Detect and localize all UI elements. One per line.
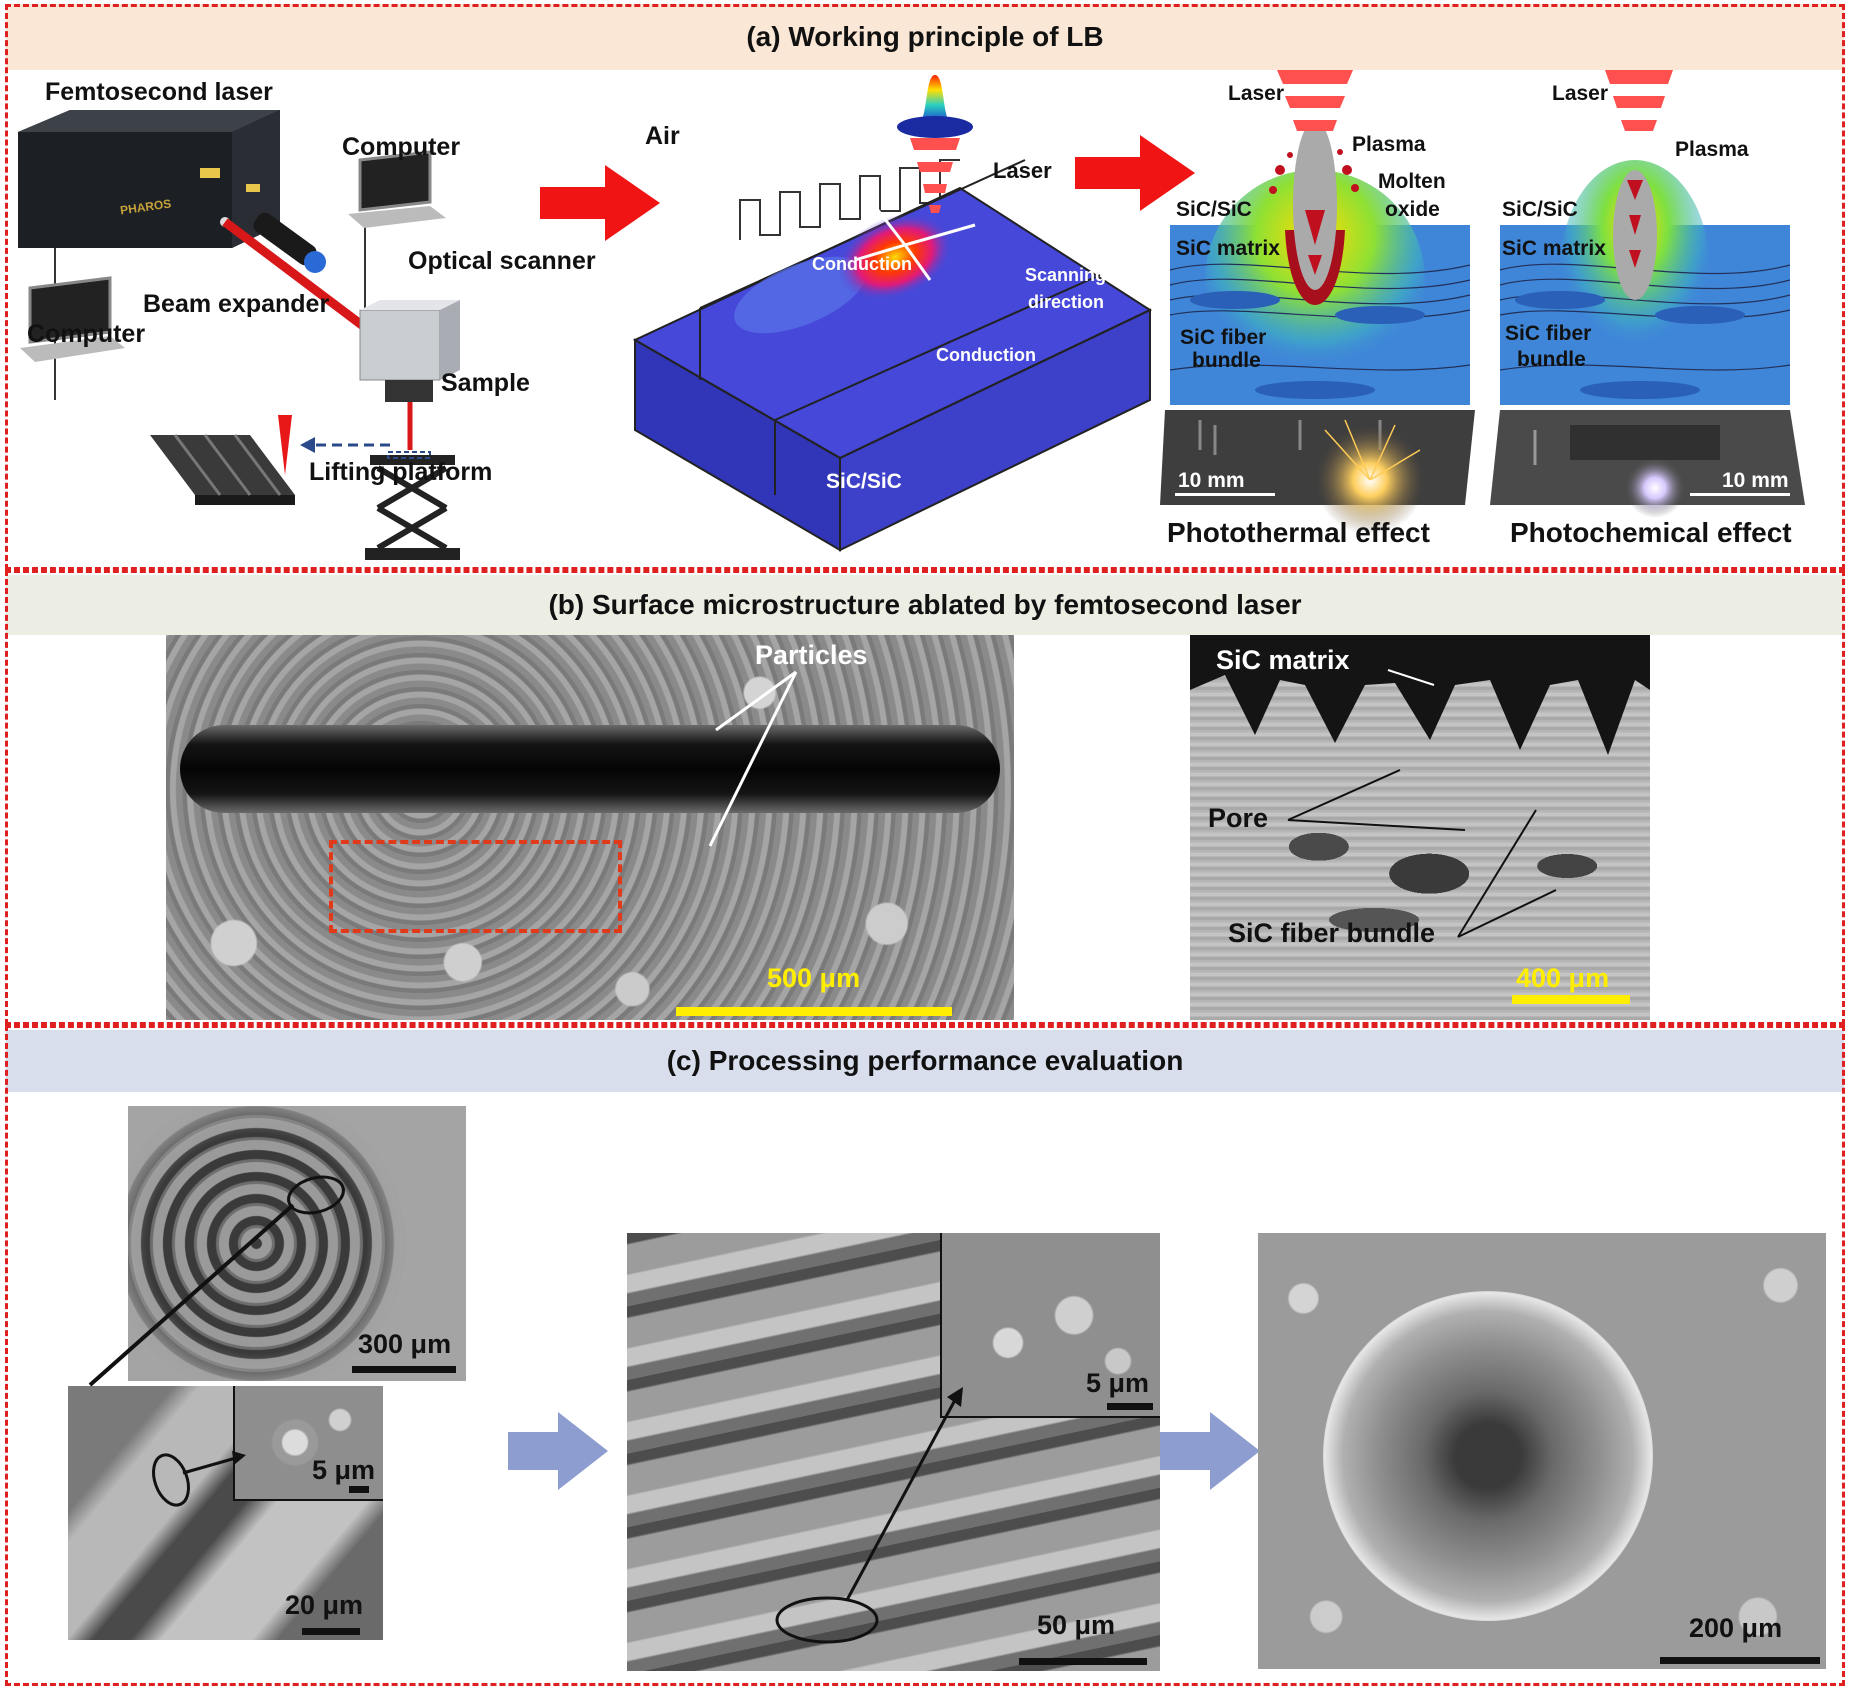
label-pc-sic-sic: SiC/SiC <box>1502 198 1578 221</box>
label-scale-5a: 5 μm <box>312 1455 376 1485</box>
photochemical-diagram <box>1499 70 1791 405</box>
label-pc-fiber-2: bundle <box>1517 348 1586 371</box>
sic-matrix-teeth <box>1190 635 1650 755</box>
label-optical-scanner: Optical scanner <box>408 247 596 275</box>
computer-left-icon <box>20 276 125 362</box>
zoom-connector-lines <box>88 1175 345 1507</box>
label-pc-scale: 10 mm <box>1722 469 1789 492</box>
middle-zoom-pointer <box>775 1387 963 1644</box>
label-pt-plasma: Plasma <box>1352 133 1426 156</box>
beam-expander-icon <box>253 212 317 266</box>
arrow-right-blue-icon <box>1160 1412 1260 1490</box>
label-air: Air <box>645 122 680 150</box>
scale-bar-500um <box>676 1007 952 1016</box>
label-particles: Particles <box>755 640 868 670</box>
panel-c-title: (c) Processing performance evaluation <box>666 1045 1184 1076</box>
sem-image-detail <box>68 1386 383 1640</box>
label-photochemical-caption: Photochemical effect <box>1510 517 1792 548</box>
sic-block-3d <box>632 75 1153 552</box>
scale-bar-50um <box>1019 1658 1147 1665</box>
label-sample: Sample <box>441 369 530 397</box>
label-scale-300: 300 μm <box>358 1329 452 1359</box>
arrow-right-blue-icon <box>508 1412 608 1490</box>
label-pt-scale: 10 mm <box>1178 469 1245 492</box>
label-pc-laser: Laser <box>1552 82 1609 105</box>
label-scanning-1: Scanning <box>1025 265 1107 285</box>
arrow-right-icon <box>1075 135 1195 211</box>
scale-bar-20um <box>302 1628 360 1635</box>
panel-b-banner-bg <box>6 575 1844 635</box>
photochemical-photo <box>1490 410 1805 518</box>
inset-a <box>233 1386 383 1501</box>
arrow-right-icon <box>540 165 660 241</box>
panel-a-border <box>5 4 1845 570</box>
scale-bar-300um <box>352 1366 456 1373</box>
label-scale-50: 50 μm <box>1037 1610 1116 1640</box>
laser-box-icon <box>18 110 280 248</box>
scale-bar-200um <box>1660 1657 1820 1664</box>
label-beam-expander: Beam expander <box>143 290 330 318</box>
sem-image-spiral <box>128 1106 466 1381</box>
sample-icon <box>150 434 295 505</box>
label-sic-block: SiC/SiC <box>826 470 902 493</box>
label-scale-200: 200 μm <box>1689 1613 1783 1643</box>
label-femtosecond-laser: Femtosecond laser <box>45 78 273 106</box>
label-pt-sic-sic: SiC/SiC <box>1176 198 1252 221</box>
label-conduction-1: Conduction <box>812 254 912 274</box>
scale-bar-5um-b <box>1107 1403 1153 1410</box>
panel-b-title: (b) Surface microstructure ablated by fe… <box>548 589 1302 620</box>
scan-path-icon <box>739 159 960 240</box>
panel-c-border <box>5 1025 1845 1686</box>
label-pc-plasma: Plasma <box>1675 138 1749 161</box>
panel-a-banner-bg <box>6 4 1844 70</box>
label-scale-400: 400 μm <box>1516 963 1610 993</box>
label-pc-sic-matrix: SiC matrix <box>1502 237 1606 260</box>
sem-image-surface <box>166 635 1014 1020</box>
label-scale-500: 500 μm <box>767 963 861 993</box>
scale-bar-400um <box>1512 995 1630 1004</box>
sem-image-hole <box>1258 1233 1826 1669</box>
label-pt-molten-1: Molten <box>1378 170 1446 193</box>
label-scanning-2: direction <box>1028 292 1105 312</box>
label-scale-20: 20 μm <box>285 1590 364 1620</box>
photothermal-photo <box>1160 410 1475 535</box>
cross-section-pointer-lines <box>1287 669 1557 938</box>
scale-bar-5um-a <box>349 1486 369 1493</box>
label-conduction-2: Conduction <box>936 345 1036 365</box>
label-laser-3d: Laser <box>993 158 1052 183</box>
label-pt-molten-2: oxide <box>1385 198 1440 221</box>
selection-box <box>329 840 622 933</box>
photothermal-diagram <box>1169 70 1471 405</box>
spiral-fade <box>128 1106 466 1381</box>
inset-b <box>940 1233 1160 1418</box>
label-sic-matrix-b: SiC matrix <box>1216 645 1350 675</box>
particles-pointer-lines <box>708 670 798 847</box>
label-lifting-platform: Lifting platform <box>309 458 493 486</box>
label-pore: Pore <box>1208 803 1269 833</box>
label-pt-fiber-1: SiC fiber <box>1180 326 1267 349</box>
label-pt-fiber-2: bundle <box>1192 349 1261 372</box>
ablated-hole <box>1323 1291 1653 1621</box>
laser-setup-illustration <box>18 110 460 560</box>
label-scale-5b: 5 μm <box>1086 1368 1150 1398</box>
panel-a-title: (a) Working principle of LB <box>746 21 1104 52</box>
optical-scanner-icon <box>359 300 460 402</box>
panel-b-border <box>5 570 1845 1025</box>
label-pt-laser: Laser <box>1228 82 1285 105</box>
label-computer-left: Computer <box>27 320 146 348</box>
lifting-platform-icon <box>365 451 460 560</box>
heat-zone-icon <box>837 213 953 301</box>
panel-c-banner-bg <box>6 1030 1844 1092</box>
label-photothermal-caption: Photothermal effect <box>1167 517 1430 548</box>
computer-top-icon <box>348 150 446 228</box>
label-fiber-bundle: SiC fiber bundle <box>1228 918 1436 948</box>
sem-image-middle <box>627 1233 1160 1671</box>
ablated-groove <box>180 725 1000 813</box>
label-pc-fiber-1: SiC fiber <box>1505 322 1592 345</box>
label-computer-top: Computer <box>342 133 461 161</box>
label-pt-sic-matrix: SiC matrix <box>1176 237 1280 260</box>
